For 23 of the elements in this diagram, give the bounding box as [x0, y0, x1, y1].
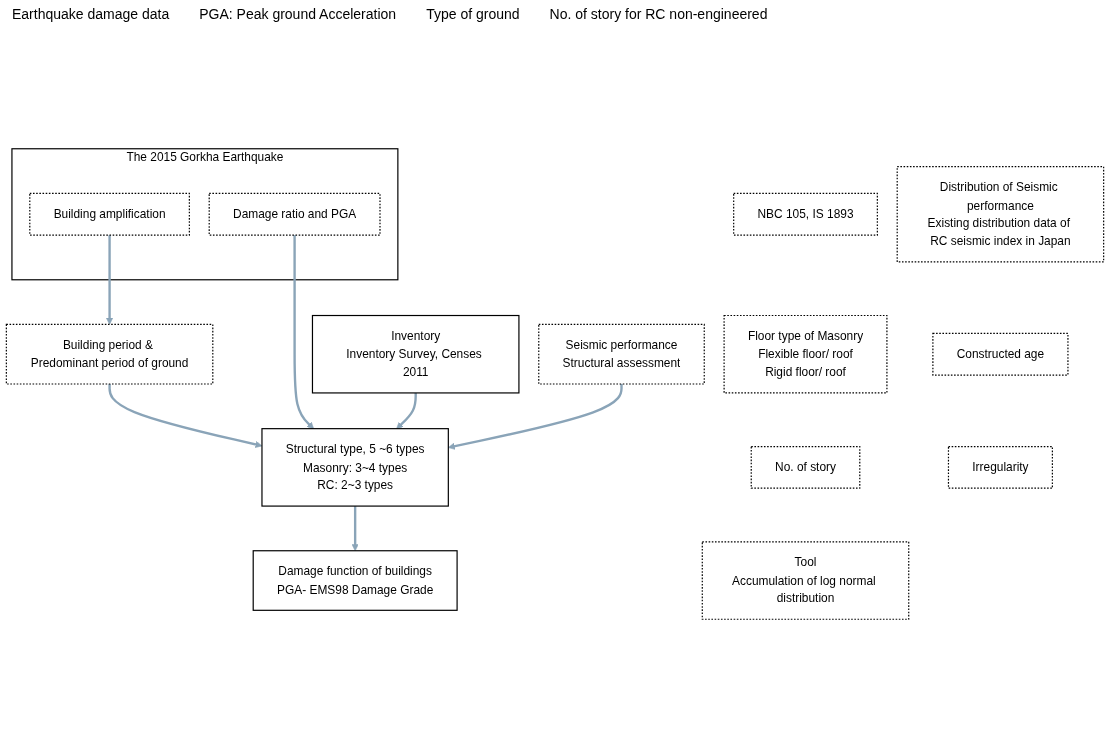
note-text: No. of story for RC non-engineered — [549, 6, 768, 24]
note-text: Type of ground — [426, 6, 520, 24]
node-box: Building amplification — [29, 192, 190, 236]
node-box: Seismic performance Structural assessment — [538, 323, 705, 385]
arrow — [396, 392, 417, 429]
node-box: Floor type of Masonry Flexible floor/ roof Rigid floor/ roof — [723, 314, 888, 394]
arrow — [293, 235, 315, 429]
node-box: Tool Accumulation of log normal distribution — [701, 541, 910, 620]
node-box: Inventory Inventory Survey, Censes 2011 — [311, 314, 520, 394]
node-box: No. of story — [750, 445, 861, 489]
note-text: PGA: Peak ground Acceleration — [199, 6, 397, 24]
node-box: Structural type, 5 ~6 types Masonry: 3~4 types RC: 2~3 types — [261, 428, 449, 507]
arrow — [106, 235, 114, 325]
arrow — [448, 384, 623, 450]
node-box: Distribution of Seismic performance Existing distribution data of RC seismic index in Japan — [896, 166, 1105, 263]
note-text: Earthquake damage data — [12, 6, 170, 24]
node-box: Constructed age — [932, 332, 1069, 376]
node-box: Irregularity — [947, 445, 1053, 489]
node-box: Building period & Predominant period of ground — [5, 323, 214, 385]
node-box: Damage ratio and PGA — [208, 192, 381, 236]
node-box: NBC 105, IS 1893 — [733, 192, 878, 236]
node-box: Damage function of buildings PGA- EMS98 Damage Grade — [252, 550, 458, 611]
arrow — [351, 506, 359, 552]
